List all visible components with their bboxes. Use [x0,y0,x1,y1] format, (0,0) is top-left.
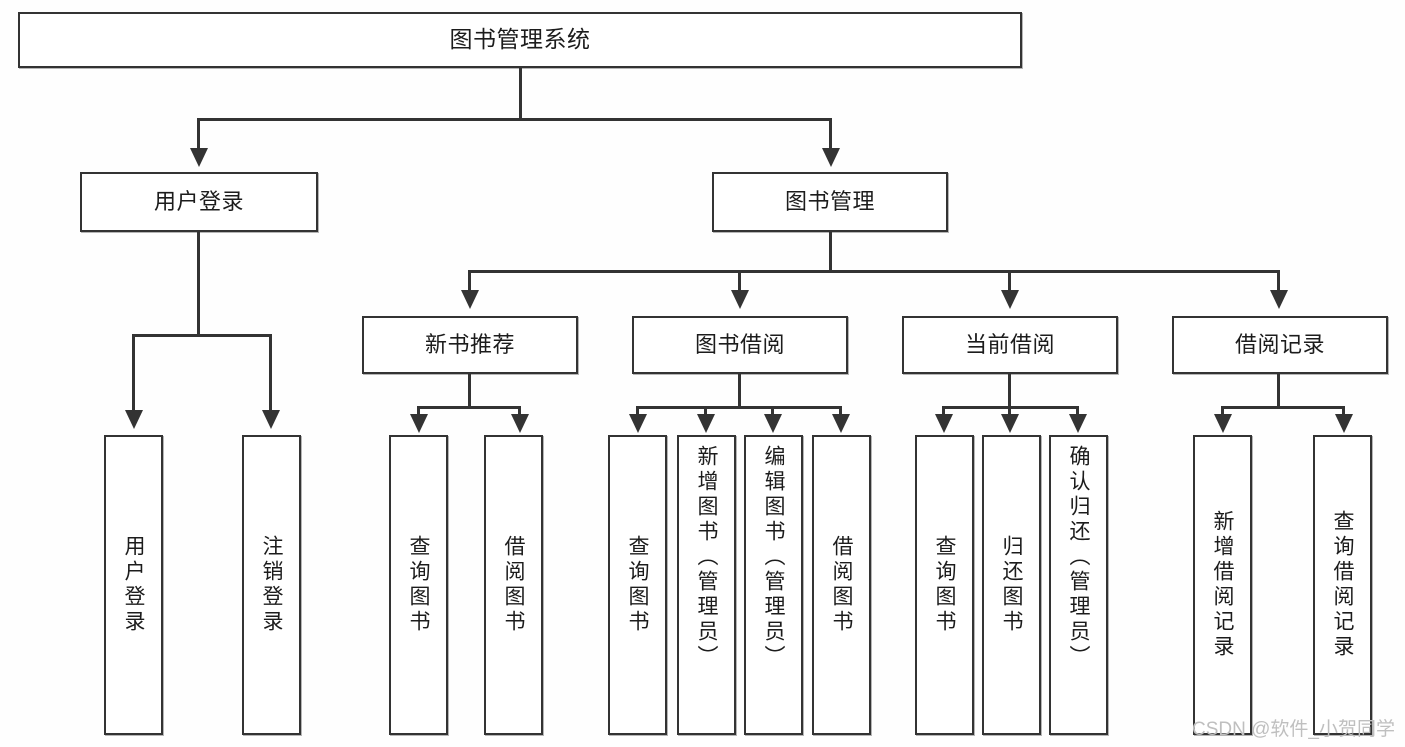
arrow-book-borrow-to-leaf-2 [697,414,715,433]
node-leaf-query-record-label: 查询借阅记录 [1331,510,1354,660]
arrow-root-to-user-login [190,148,208,167]
node-leaf-query-book-1-label: 查询图书 [407,535,430,635]
node-leaf-query-book-2[interactable]: 查询图书 [608,435,667,735]
edge-book-manage-stem [829,232,832,272]
edge-current-borrow-stem [1008,374,1011,408]
arrow-new-book-rec-to-leaf-2 [511,414,529,433]
node-leaf-user-login-label: 用户登录 [122,535,145,635]
arrow-book-manage-to-l3-3 [1001,290,1019,309]
edge-new-book-rec-bus [417,406,521,409]
node-leaf-confirm-return-label: 确认归还（管理员） [1067,445,1090,670]
node-leaf-borrow-book-1[interactable]: 借阅图书 [484,435,543,735]
node-current-borrow-label: 当前借阅 [964,331,1055,357]
edge-book-borrow-to-leaf-2 [704,406,707,416]
node-leaf-query-record[interactable]: 查询借阅记录 [1313,435,1372,735]
node-leaf-borrow-book-1-label: 借阅图书 [502,535,525,635]
edge-book-manage-to-l3-2 [738,270,741,292]
edge-borrow-record-stem [1277,374,1280,408]
edge-root-stem [519,68,522,120]
node-leaf-add-book[interactable]: 新增图书（管理员） [677,435,736,735]
arrow-borrow-record-to-leaf-2 [1335,414,1353,433]
node-root-label: 图书管理系统 [449,26,591,53]
node-current-borrow[interactable]: 当前借阅 [902,316,1118,374]
node-leaf-confirm-return[interactable]: 确认归还（管理员） [1049,435,1108,735]
node-leaf-borrow-book-2[interactable]: 借阅图书 [812,435,871,735]
node-leaf-edit-book[interactable]: 编辑图书（管理员） [744,435,803,735]
node-book-borrow-label: 图书借阅 [694,331,785,357]
edge-book-manage-to-l3-3 [1008,270,1011,292]
edge-new-book-rec-to-leaf-2 [518,406,521,416]
node-book-borrow[interactable]: 图书借阅 [632,316,848,374]
node-book-manage[interactable]: 图书管理 [712,172,948,232]
arrow-new-book-rec-to-leaf-1 [410,414,428,433]
arrow-current-borrow-to-leaf-2 [1001,414,1019,433]
edge-book-manage-bus [468,270,1280,273]
node-leaf-query-book-2-label: 查询图书 [626,535,649,635]
edge-book-borrow-bus [636,406,842,409]
node-leaf-add-book-label: 新增图书（管理员） [695,445,718,670]
edge-root-bus [197,118,832,121]
edge-book-borrow-to-leaf-3 [771,406,774,416]
arrow-book-borrow-to-leaf-1 [629,414,647,433]
arrow-book-manage-to-l3-1 [461,290,479,309]
edge-book-borrow-stem [738,374,741,408]
node-leaf-user-logout-label: 注销登录 [260,535,283,635]
edge-borrow-record-bus [1221,406,1345,409]
arrow-borrow-record-to-leaf-1 [1214,414,1232,433]
edge-root-to-user-login [197,118,200,150]
node-root[interactable]: 图书管理系统 [18,12,1022,68]
node-leaf-user-logout[interactable]: 注销登录 [242,435,301,735]
node-book-manage-label: 图书管理 [784,188,875,214]
node-leaf-query-book-1[interactable]: 查询图书 [389,435,448,735]
arrow-book-manage-to-l3-2 [731,290,749,309]
node-leaf-return-book[interactable]: 归还图书 [982,435,1041,735]
edge-book-borrow-to-leaf-4 [839,406,842,416]
node-leaf-add-record[interactable]: 新增借阅记录 [1193,435,1252,735]
arrow-book-borrow-to-leaf-3 [764,414,782,433]
arrow-current-borrow-to-leaf-1 [935,414,953,433]
node-borrow-record[interactable]: 借阅记录 [1172,316,1388,374]
edge-user-login-to-leaf-1 [132,334,135,412]
edge-book-manage-to-l3-4 [1277,270,1280,292]
edge-user-login-to-leaf-2 [269,334,272,412]
edge-borrow-record-to-leaf-2 [1342,406,1345,416]
edge-new-book-rec-to-leaf-1 [417,406,420,416]
arrow-book-borrow-to-leaf-4 [832,414,850,433]
edge-borrow-record-to-leaf-1 [1221,406,1224,416]
node-borrow-record-label: 借阅记录 [1234,331,1325,357]
node-leaf-add-record-label: 新增借阅记录 [1211,510,1234,660]
edge-current-borrow-to-leaf-1 [942,406,945,416]
node-leaf-user-login[interactable]: 用户登录 [104,435,163,735]
node-leaf-query-book-3[interactable]: 查询图书 [915,435,974,735]
arrow-user-login-to-leaf-2 [262,410,280,429]
edge-book-manage-to-l3-1 [468,270,471,292]
node-leaf-borrow-book-2-label: 借阅图书 [830,535,853,635]
node-leaf-edit-book-label: 编辑图书（管理员） [762,445,785,670]
arrow-current-borrow-to-leaf-3 [1069,414,1087,433]
edge-user-login-stem [197,232,200,336]
node-new-book-rec[interactable]: 新书推荐 [362,316,578,374]
node-user-login[interactable]: 用户登录 [80,172,318,232]
node-leaf-query-book-3-label: 查询图书 [933,535,956,635]
arrow-book-manage-to-l3-4 [1270,290,1288,309]
edge-current-borrow-to-leaf-2 [1008,406,1011,416]
edge-root-to-book-manage [829,118,832,150]
edge-book-borrow-to-leaf-1 [636,406,639,416]
arrow-user-login-to-leaf-1 [125,410,143,429]
csdn-watermark: CSDN @软件_小贺同学 [1192,719,1395,740]
edge-user-login-bus [132,334,272,337]
edge-current-borrow-to-leaf-3 [1076,406,1079,416]
node-leaf-return-book-label: 归还图书 [1000,535,1023,635]
arrow-root-to-book-manage [822,148,840,167]
node-user-login-label: 用户登录 [153,188,244,214]
node-new-book-rec-label: 新书推荐 [424,331,515,357]
edge-new-book-rec-stem [468,374,471,408]
